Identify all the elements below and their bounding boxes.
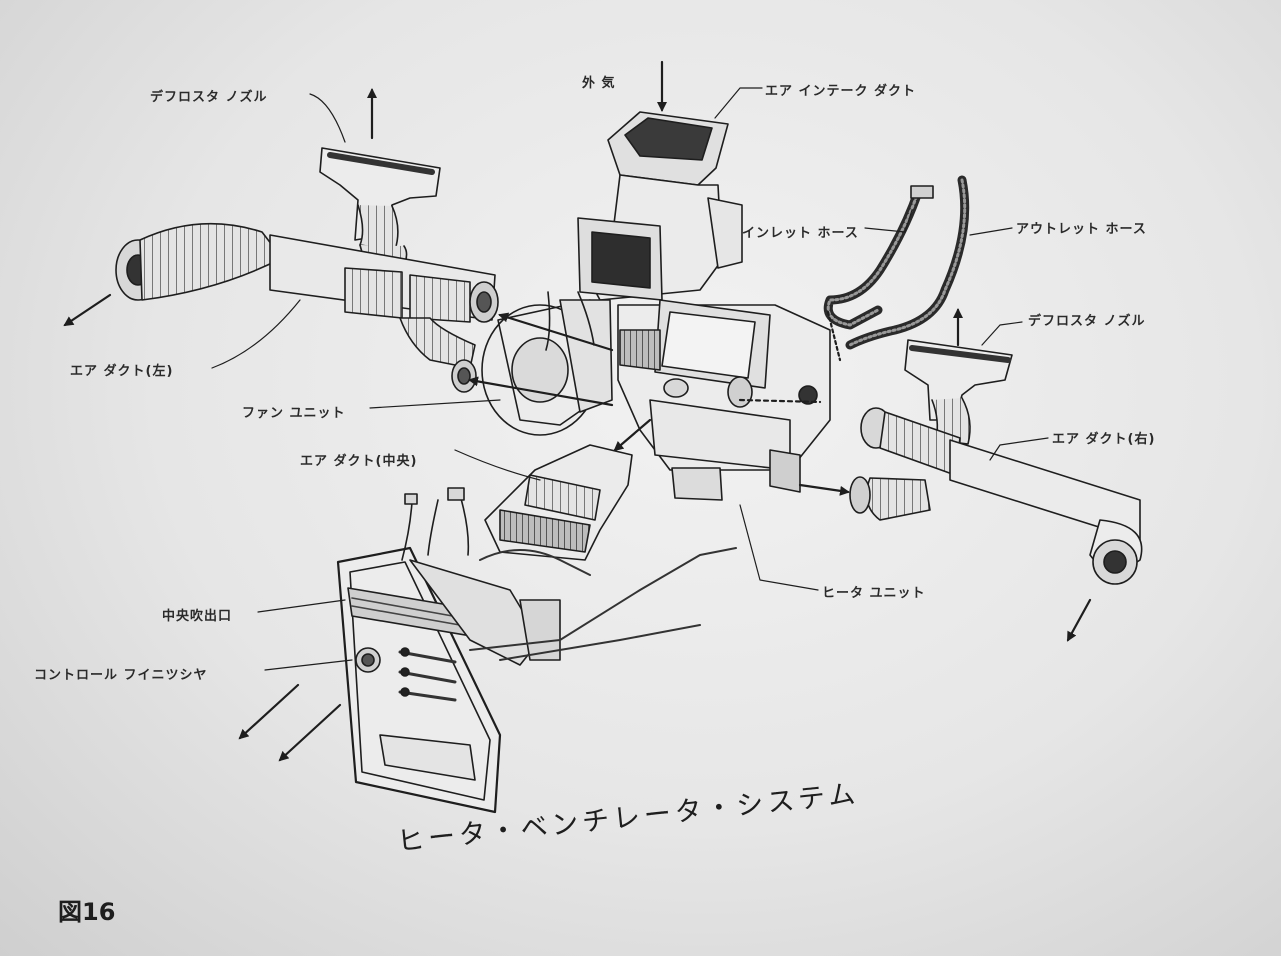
label-outside-air: 外 気 (582, 76, 616, 91)
label-air-intake-duct: エア インテーク ダクト (765, 84, 917, 99)
air-intake-duct (577, 111, 743, 301)
outlet-hose (845, 175, 970, 350)
fan-unit (481, 291, 613, 436)
defroster-nozzle-left (319, 147, 441, 271)
inlet-hose (823, 185, 934, 330)
control-finisher (336, 487, 737, 814)
label-center-outlet: 中央吹出口 (162, 609, 233, 624)
air-duct-center (484, 444, 633, 561)
label-air-duct-right: エア ダクト(右) (1052, 432, 1156, 447)
label-air-duct-center: エア ダクト(中央) (300, 454, 418, 469)
label-defroster-nozzle-right: デフロスタ ノズル (1028, 314, 1146, 329)
airflow-arrows (63, 60, 1092, 762)
air-duct-left (115, 222, 499, 393)
label-inlet-hose: インレット ホース (742, 226, 859, 241)
label-defroster-nozzle-left: デフロスタ ノズル (150, 90, 268, 105)
heater-unit (617, 299, 831, 501)
label-control-finisher: コントロール フイニツシヤ (34, 668, 208, 683)
label-outlet-hose: アウトレット ホース (1016, 222, 1147, 237)
air-duct-right (849, 407, 1143, 585)
leader-lines (211, 87, 1049, 671)
label-heater-unit: ヒータ ユニット (822, 586, 926, 601)
label-air-duct-left: エア ダクト(左) (70, 364, 174, 379)
label-fan-unit: ファン ユニット (242, 406, 346, 421)
figure-number: 図16 (58, 898, 116, 926)
